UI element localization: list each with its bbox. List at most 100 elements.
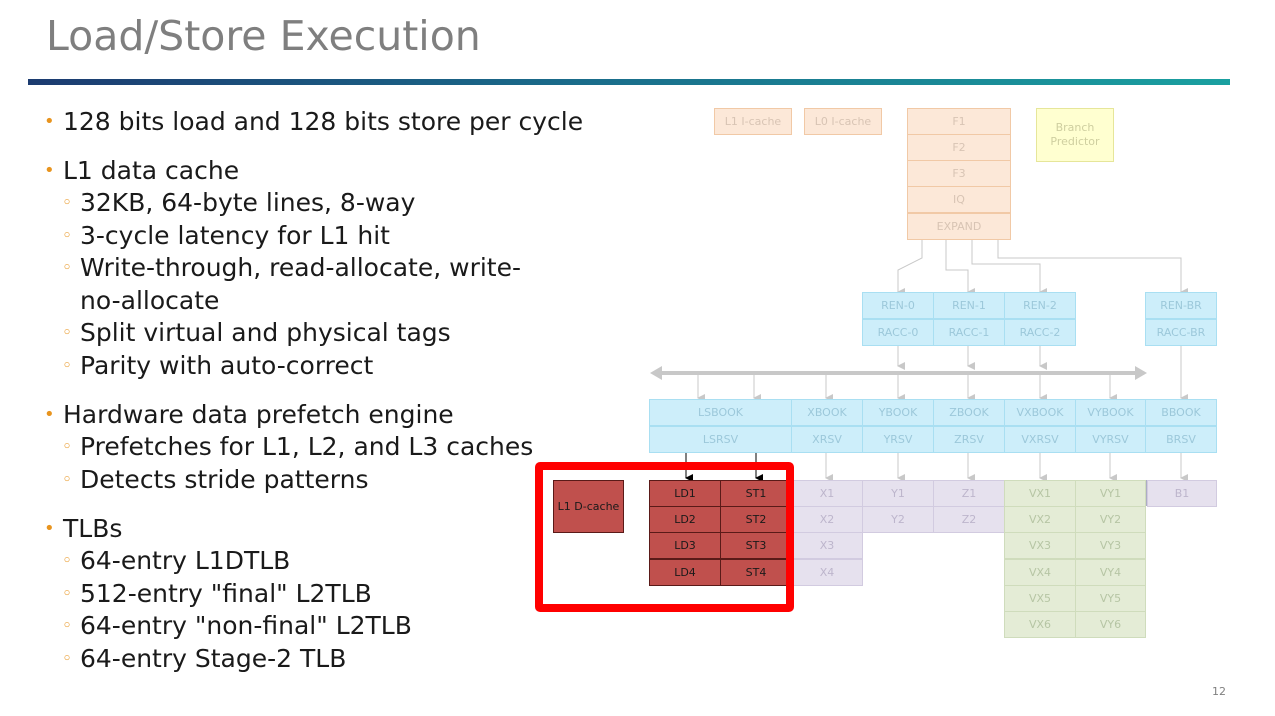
fetch-stage-f2: F2 <box>907 134 1011 161</box>
bullet-item: • L1 data cache <box>44 155 604 187</box>
bullet-text: L1 data cache <box>63 156 240 185</box>
sub-bullet-text: Prefetches for L1, L2, and L3 caches <box>80 432 534 461</box>
racc-block: RACC-1 <box>933 319 1005 346</box>
sub-bullet-item: ◦ Prefetches for L1, L2, and L3 caches <box>62 431 604 464</box>
vy-unit: VY5 <box>1075 585 1146 612</box>
sub-bullet-text: 64-entry L1DTLB <box>80 546 291 575</box>
issue-book-block: LSBOOK <box>649 399 792 426</box>
vy-unit: VY2 <box>1075 506 1146 533</box>
bullet-list: • 128 bits load and 128 bits store per cy… <box>44 106 604 675</box>
l1-icache-block: L1 I-cache <box>714 108 792 135</box>
bullet-text: TLBs <box>63 514 123 543</box>
branch-unit: B1 <box>1147 480 1217 507</box>
racc-block: RACC-0 <box>862 319 934 346</box>
vy-unit: VY1 <box>1075 480 1146 507</box>
slide-title: Load/Store Execution <box>46 12 481 60</box>
z-unit: Z1 <box>933 480 1005 507</box>
sub-bullet-text: 64-entry "non-final" L2TLB <box>80 611 412 640</box>
reservation-station-block: YRSV <box>862 426 934 453</box>
issue-book-block: YBOOK <box>862 399 934 426</box>
sub-bullet-item: ◦ 64-entry Stage-2 TLB <box>62 643 604 676</box>
sub-bullet-icon: ◦ <box>62 258 73 278</box>
sub-bullet-icon: ◦ <box>62 437 73 457</box>
x-unit: X2 <box>791 506 863 533</box>
sub-bullet-item: ◦ Split virtual and physical tags <box>62 317 604 350</box>
vy-unit: VY4 <box>1075 559 1146 586</box>
vx-unit: VX5 <box>1004 585 1076 612</box>
issue-book-block: BBOOK <box>1145 399 1217 426</box>
vx-unit: VX2 <box>1004 506 1076 533</box>
fetch-stage-f1: F1 <box>907 108 1011 135</box>
y-unit: Y2 <box>862 506 934 533</box>
l1-dcache-block: L1 D-cache <box>553 480 624 533</box>
rename-block: REN-0 <box>862 292 934 319</box>
sub-bullet-item: ◦Parity with auto-correct <box>62 350 604 383</box>
vx-unit: VX6 <box>1004 611 1076 638</box>
bullet-text: 128 bits load and 128 bits store per cyc… <box>63 107 584 136</box>
reservation-station-block: BRSV <box>1145 426 1217 453</box>
sub-bullet-icon: ◦ <box>62 469 73 490</box>
x-unit: X3 <box>791 532 863 559</box>
sub-bullet-text: Detects stride patterns <box>80 464 369 494</box>
sub-bullet-text: Write-through, read-allocate, write-no-a… <box>80 253 521 315</box>
instruction-queue: IQ <box>907 186 1011 213</box>
load-unit: LD2 <box>649 506 721 533</box>
issue-book-block: VXBOOK <box>1004 399 1076 426</box>
sub-bullet-icon: ◦ <box>62 616 73 636</box>
x-unit: X4 <box>791 559 863 586</box>
vy-unit: VY6 <box>1075 611 1146 638</box>
bullet-item: •Hardware data prefetch engine <box>44 399 604 431</box>
load-store-highlight <box>535 462 794 612</box>
title-underline <box>28 79 1230 85</box>
issue-book-block: XBOOK <box>791 399 863 426</box>
sub-bullet-icon: ◦ <box>62 193 73 213</box>
sub-bullet-item: ◦512-entry "final" L2TLB <box>62 578 604 611</box>
y-unit: Y1 <box>862 480 934 507</box>
bullet-text: Hardware data prefetch engine <box>63 400 454 429</box>
sub-bullet-icon: ◦ <box>62 648 73 669</box>
load-unit: LD4 <box>649 559 721 586</box>
sub-bullet-item: ◦ 3-cycle latency for L1 hit <box>62 220 604 253</box>
racc-block: RACC-BR <box>1145 319 1217 346</box>
reservation-station-block: XRSV <box>791 426 863 453</box>
store-unit: ST4 <box>720 559 792 586</box>
reservation-station-block: VXRSV <box>1004 426 1076 453</box>
reservation-station-block: LSRSV <box>649 426 792 453</box>
rename-block: REN-1 <box>933 292 1005 319</box>
rename-block: REN-BR <box>1145 292 1217 319</box>
bullet-dot-icon: • <box>44 160 55 181</box>
sub-bullet-text: Split virtual and physical tags <box>80 318 451 347</box>
load-unit: LD3 <box>649 532 721 559</box>
sub-bullet-item: ◦ Write-through, read-allocate, write-no-… <box>62 252 604 317</box>
sub-bullet-text: 3-cycle latency for L1 hit <box>80 220 390 250</box>
page-number: 12 <box>1212 685 1226 698</box>
branch-predictor-block: Branch Predictor <box>1036 108 1114 162</box>
sub-bullet-text: 64-entry Stage-2 TLB <box>80 643 347 673</box>
load-unit: LD1 <box>649 480 721 507</box>
sub-bullet-icon: ◦ <box>62 225 73 246</box>
bullet-item: •128 bits load and 128 bits store per cy… <box>44 106 604 138</box>
l0-icache-block: L0 I-cache <box>804 108 882 135</box>
vx-unit: VX4 <box>1004 559 1076 586</box>
sub-bullet-icon: ◦ <box>62 551 73 571</box>
rename-block: REN-2 <box>1004 292 1076 319</box>
sub-bullet-item: ◦ 64-entry "non-final" L2TLB <box>62 610 604 643</box>
vx-unit: VX3 <box>1004 532 1076 559</box>
sub-bullet-text: 512-entry "final" L2TLB <box>80 578 372 608</box>
vy-unit: VY3 <box>1075 532 1146 559</box>
expand-stage: EXPAND <box>907 213 1011 240</box>
bullet-item: •TLBs <box>44 513 604 545</box>
fetch-stage-f3: F3 <box>907 160 1011 187</box>
x-unit: X1 <box>791 480 863 507</box>
z-unit: Z2 <box>933 506 1005 533</box>
store-unit: ST3 <box>720 532 792 559</box>
sub-bullet-item: ◦ 64-entry L1DTLB <box>62 545 604 578</box>
sub-bullet-item: ◦ Detects stride patterns <box>62 464 604 497</box>
sub-bullet-text: Parity with auto-correct <box>80 350 374 380</box>
racc-block: RACC-2 <box>1004 319 1076 346</box>
sub-bullet-item: ◦ 32KB, 64-byte lines, 8-way <box>62 187 604 220</box>
sub-bullet-icon: ◦ <box>62 323 73 343</box>
sub-bullet-text: 32KB, 64-byte lines, 8-way <box>80 188 416 217</box>
vx-unit: VX1 <box>1004 480 1076 507</box>
